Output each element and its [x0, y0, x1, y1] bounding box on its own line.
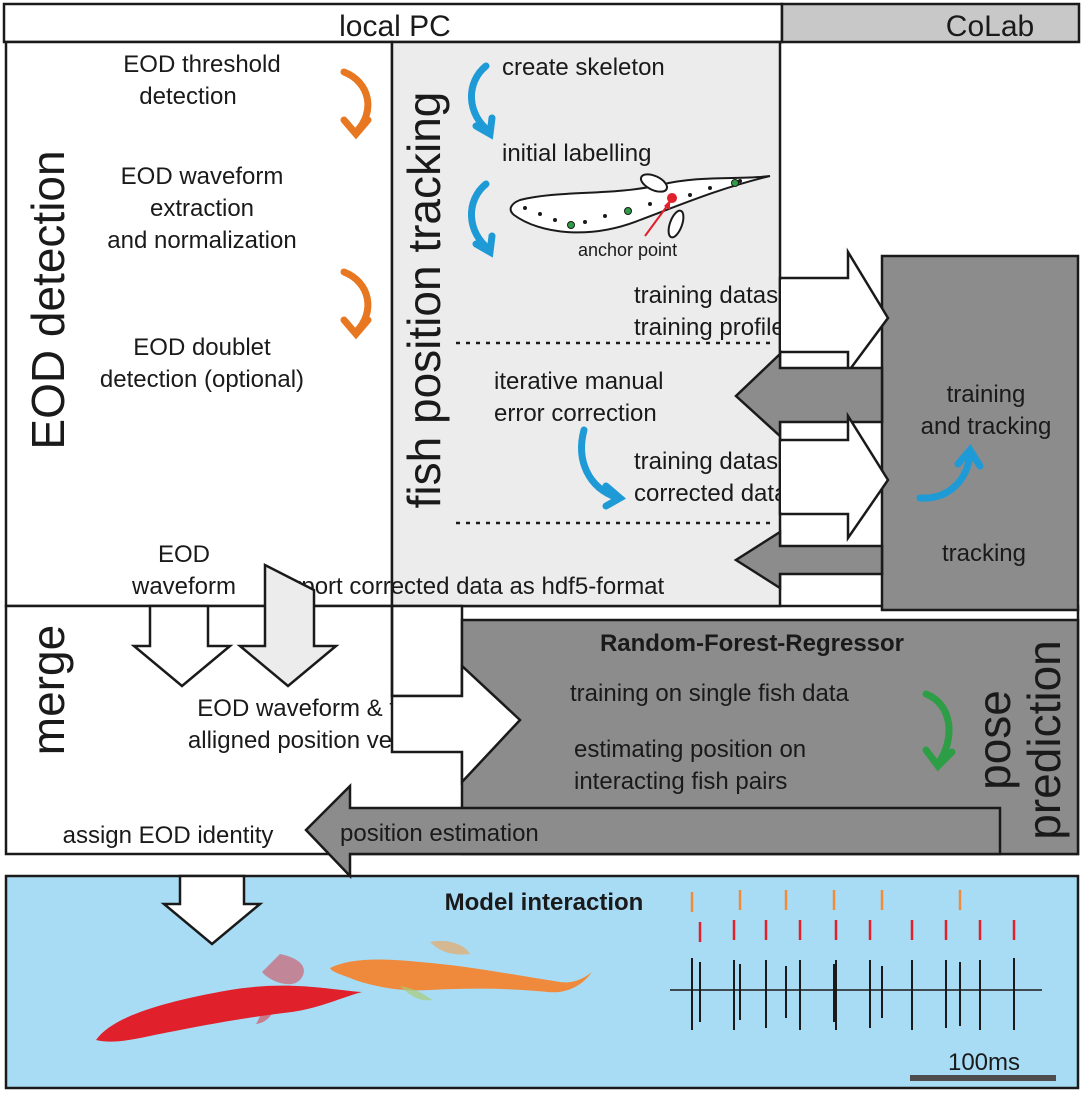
eod-step1-line2: detection	[139, 83, 236, 110]
arrow-from-colab-tracking	[733, 529, 884, 591]
corrected-data-line2: corrected data	[634, 480, 788, 507]
arrow-from-colab-correction	[734, 351, 884, 439]
eod-step2-line2: extraction	[150, 195, 254, 222]
eod-step3-line1: EOD doublet	[133, 334, 271, 361]
training-tracking-line2: and tracking	[921, 413, 1052, 440]
anchor-point-label: anchor point	[578, 240, 677, 260]
arrow-to-pose	[390, 663, 522, 786]
position-estimation-label: position estimation	[340, 820, 539, 847]
pose-title-2: prediction	[1018, 640, 1070, 839]
create-skeleton-label: create skeleton	[502, 54, 665, 81]
eod-step2-line3: and normalization	[107, 227, 296, 254]
pose-training-label: training on single fish data	[570, 680, 850, 707]
scale-bar	[910, 1075, 1056, 1081]
arrow-position-estimation	[304, 782, 1002, 880]
model-title: Model interaction	[445, 889, 644, 916]
eod-step1-line1: EOD threshold	[123, 51, 280, 78]
eod-step3-line2: detection (optional)	[100, 366, 304, 393]
export-label: export corrected data as hdf5-format	[276, 573, 665, 600]
fish-icon	[96, 954, 362, 1042]
initial-labelling-label: initial labelling	[502, 140, 651, 167]
curved-arrow-icon	[468, 62, 496, 140]
pose-title-1: pose	[968, 690, 1020, 790]
training-tracking-line1: training	[947, 381, 1026, 408]
arrow-waveform-down	[130, 604, 234, 688]
colab-panel	[880, 254, 1080, 612]
header-bar: local PC CoLab	[2, 2, 1081, 44]
pose-estimating-line1: estimating position on	[574, 736, 806, 763]
eod-detection-panel	[4, 40, 394, 608]
eod-output-line2: waveform	[131, 573, 236, 600]
scale-label: 100ms	[948, 1049, 1020, 1076]
eod-step2-line1: EOD waveform	[121, 163, 284, 190]
arrow-to-model	[160, 874, 264, 946]
curved-arrow-icon	[922, 690, 956, 772]
curved-arrow-icon	[340, 268, 372, 340]
fish-tracking-title: fish position tracking	[398, 92, 450, 509]
assign-identity-label: assign EOD identity	[63, 822, 274, 849]
spike-trace-icon	[670, 890, 1042, 1030]
colab-label: CoLab	[946, 10, 1034, 43]
curved-arrow-icon	[468, 180, 496, 258]
iterative-line2: error correction	[494, 400, 657, 427]
curved-arrow-icon	[340, 68, 372, 140]
fish-skeleton-icon	[509, 173, 771, 239]
arrow-tracking-down	[236, 562, 340, 688]
pose-estimating-line2: interacting fish pairs	[574, 768, 787, 795]
eod-output-line1: EOD	[158, 541, 210, 568]
eod-detection-title: EOD detection	[22, 150, 74, 449]
tracking-to-merge-column	[390, 604, 464, 698]
local-pc-label: local PC	[339, 10, 451, 43]
merge-title: merge	[22, 625, 74, 755]
iterative-line1: iterative manual	[494, 368, 663, 395]
curved-arrow-icon	[916, 444, 984, 502]
training-profile-line2: training profile	[634, 314, 785, 341]
regressor-label: Random-Forest-Regressor	[600, 630, 904, 657]
curved-arrow-icon	[578, 426, 627, 510]
tracking-label: tracking	[942, 540, 1026, 567]
fish-icon	[330, 940, 592, 1001]
